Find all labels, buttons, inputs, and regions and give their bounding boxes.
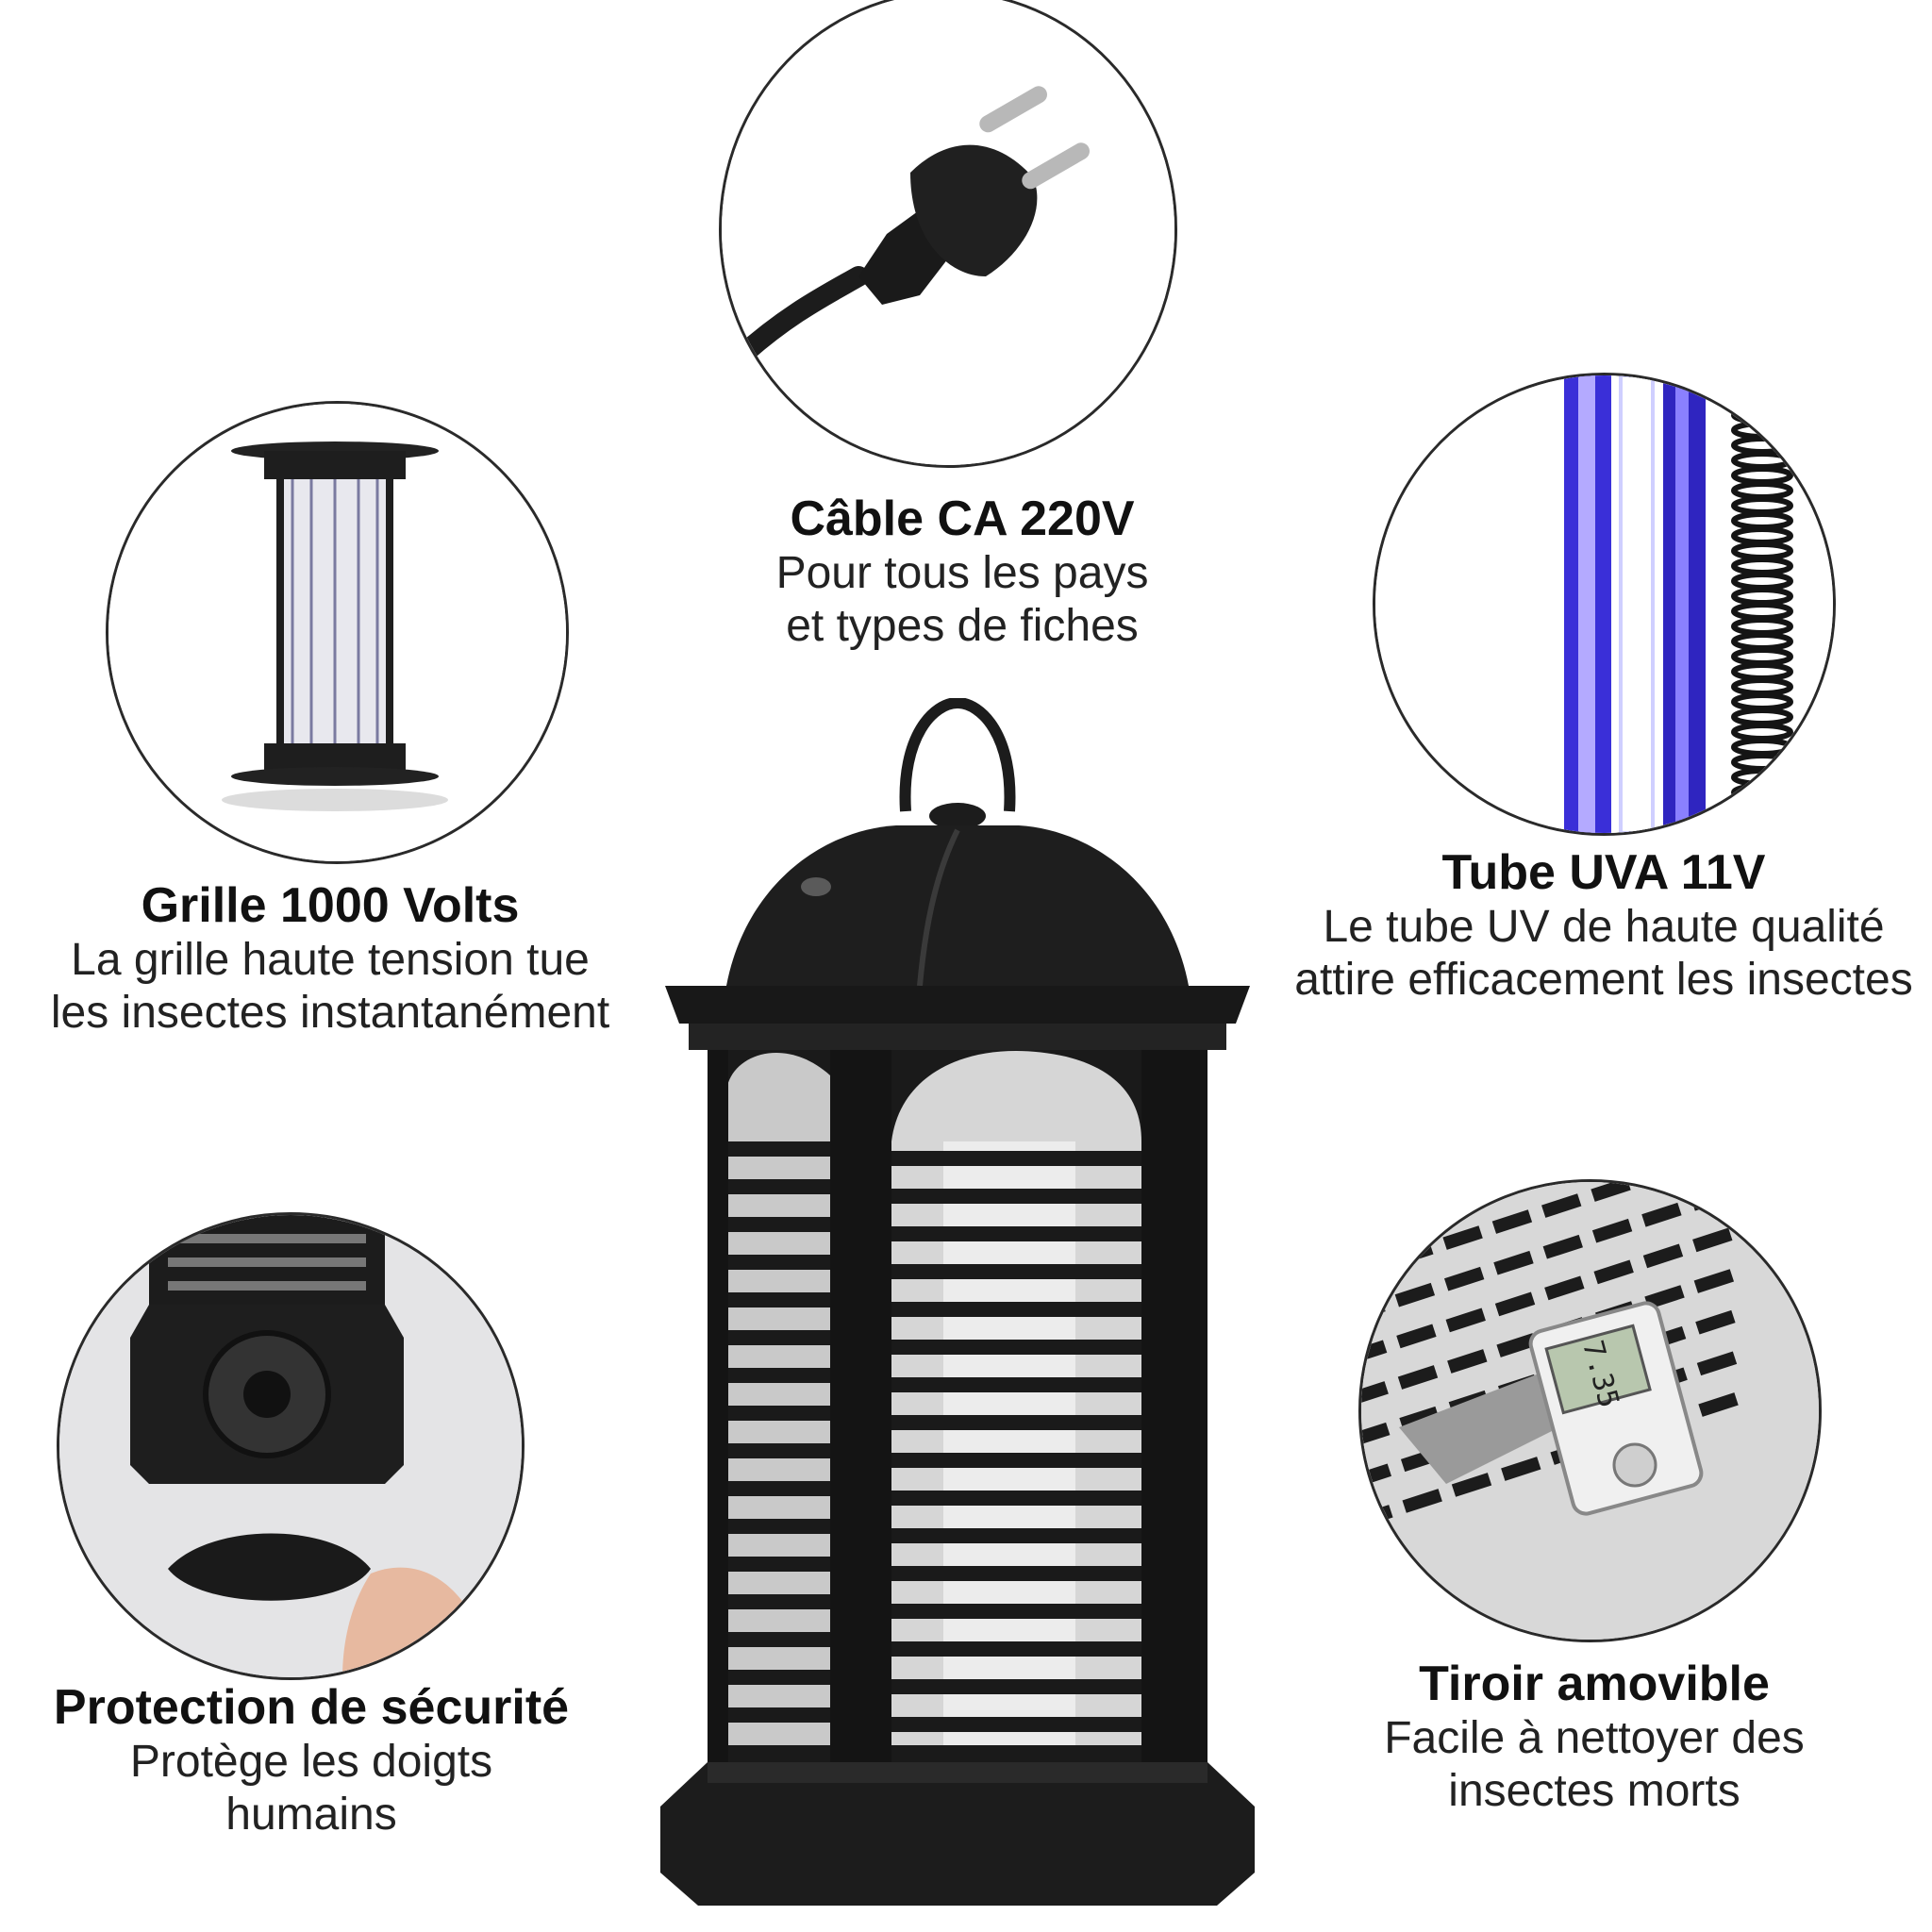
- plug-photo-circle: [719, 0, 1177, 468]
- tube-desc-line2: attire efficacement les insectes: [1294, 955, 1913, 1005]
- cable-caption: Câble CA 220V Pour tous les pays et type…: [717, 491, 1208, 653]
- drawer-desc-line2: insectes morts: [1448, 1766, 1740, 1816]
- tube-caption: Tube UVA 11V Le tube UV de haute qualité…: [1283, 844, 1924, 1007]
- lamp-base: [660, 1762, 1255, 1906]
- bug-zapper-lamp-image: [660, 698, 1255, 1906]
- protection-desc-line2: humains: [225, 1790, 397, 1840]
- cable-desc-line1: Pour tous les pays: [775, 548, 1149, 598]
- uv-tube-photo-circle: [1373, 373, 1836, 836]
- plug-icon: [722, 0, 1174, 465]
- lamp-roof: [726, 825, 1189, 986]
- uv-tube-icon: [1375, 375, 1833, 833]
- cable-desc-line2: et types de fiches: [786, 601, 1139, 651]
- caliper-icon: 7.35: [1361, 1182, 1819, 1640]
- protection-title: Protection de sécurité: [53, 1680, 570, 1735]
- tube-title: Tube UVA 11V: [1441, 845, 1766, 900]
- drawer-title: Tiroir amovible: [1419, 1657, 1770, 1711]
- tube-desc-line1: Le tube UV de haute qualité: [1323, 902, 1885, 952]
- drawer-desc-line1: Facile à nettoyer des: [1384, 1713, 1805, 1763]
- grid-title: Grille 1000 Volts: [141, 878, 520, 933]
- grid-desc-line1: La grille haute tension tue: [71, 935, 590, 985]
- protection-caption: Protection de sécurité Protège les doigt…: [19, 1679, 604, 1841]
- safety-base-icon: [59, 1215, 522, 1677]
- protection-photo-circle: [57, 1212, 525, 1680]
- grid-desc-line2: les insectes instantanément: [50, 988, 610, 1038]
- cable-title: Câble CA 220V: [790, 491, 1135, 546]
- electric-grid-icon: [108, 404, 566, 861]
- lamp-grille-bars: [728, 1141, 1141, 1732]
- grid-caption: Grille 1000 Volts La grille haute tensio…: [28, 877, 632, 1040]
- drawer-caption: Tiroir amovible Facile à nettoyer des in…: [1302, 1656, 1887, 1818]
- grid-photo-circle: [106, 401, 569, 864]
- hanging-ring: [899, 698, 1016, 812]
- drawer-photo-circle: 7.35: [1358, 1179, 1822, 1642]
- protection-desc-line1: Protège les doigts: [129, 1737, 493, 1787]
